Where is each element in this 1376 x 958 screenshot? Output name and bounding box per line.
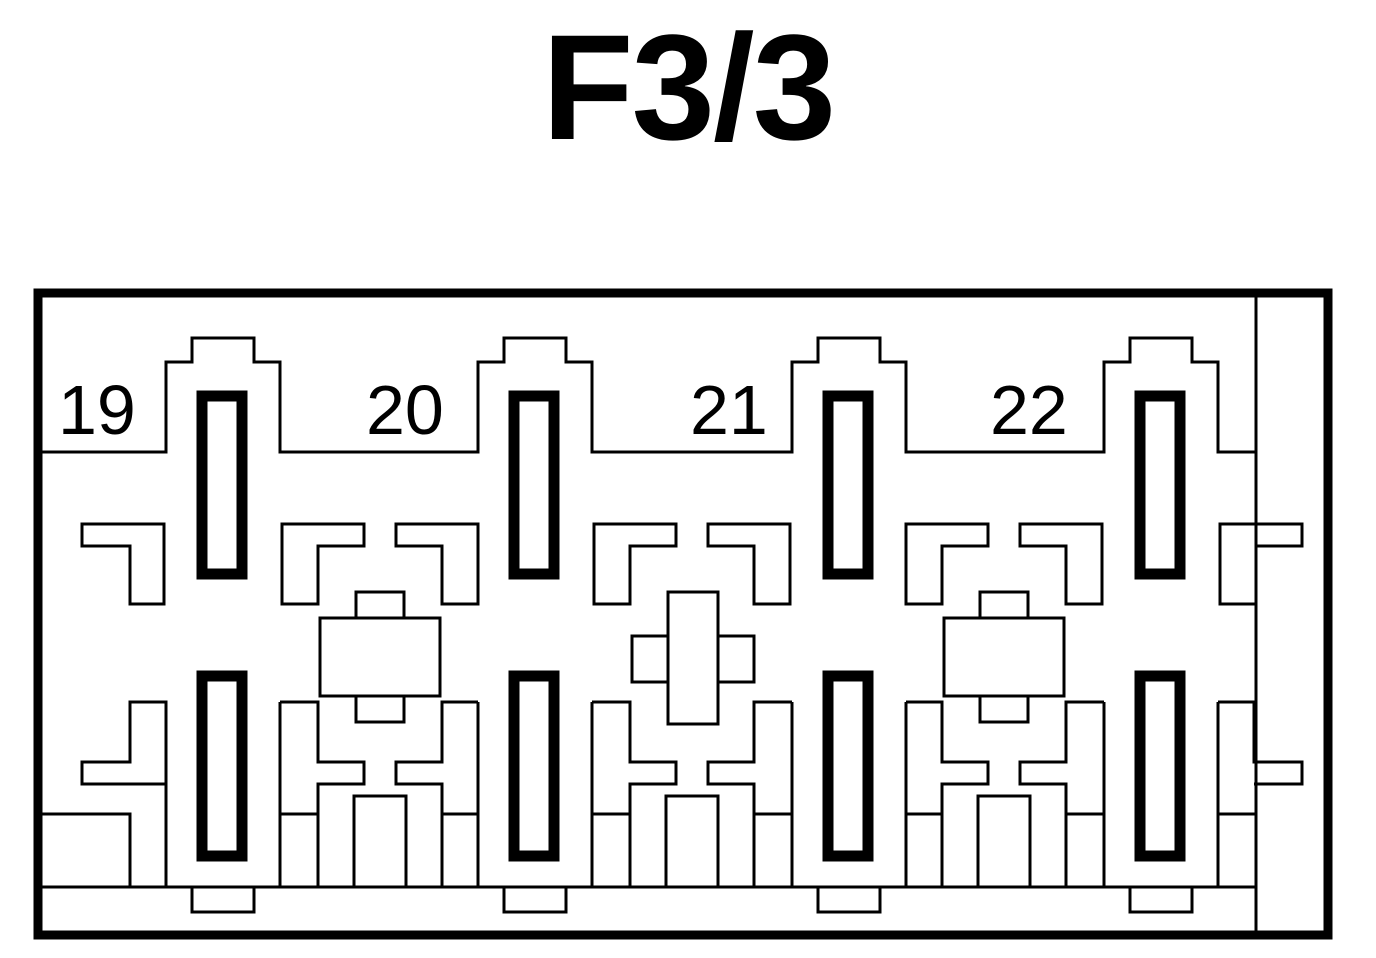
connector-block-right bbox=[942, 590, 1066, 724]
fuse-label-21: 21 bbox=[690, 371, 768, 449]
fuse-slot-21-lower bbox=[822, 670, 874, 862]
fuse-label-19: 19 bbox=[58, 371, 136, 449]
fuse-slot-22-upper bbox=[1134, 390, 1186, 580]
fuse-slot-19-upper bbox=[196, 390, 248, 580]
connector-block-middle bbox=[630, 590, 756, 726]
fuse-slot-20-upper bbox=[508, 390, 560, 580]
fuse-slot-20-lower bbox=[508, 670, 560, 862]
fuse-box-title: F3/3 bbox=[541, 3, 836, 171]
fuse-slot-22-lower bbox=[1134, 670, 1186, 862]
middle-tabs bbox=[80, 522, 1304, 606]
fuse-slot-19-lower bbox=[196, 670, 248, 862]
fuse-box-outline bbox=[33, 288, 1333, 940]
connector-block-left bbox=[318, 590, 442, 724]
lower-housings bbox=[42, 700, 1304, 914]
fuse-slot-21-upper bbox=[822, 390, 874, 580]
fuse-label-22: 22 bbox=[990, 371, 1068, 449]
label-band-outline bbox=[42, 336, 1256, 454]
fuse-label-20: 20 bbox=[366, 371, 444, 449]
